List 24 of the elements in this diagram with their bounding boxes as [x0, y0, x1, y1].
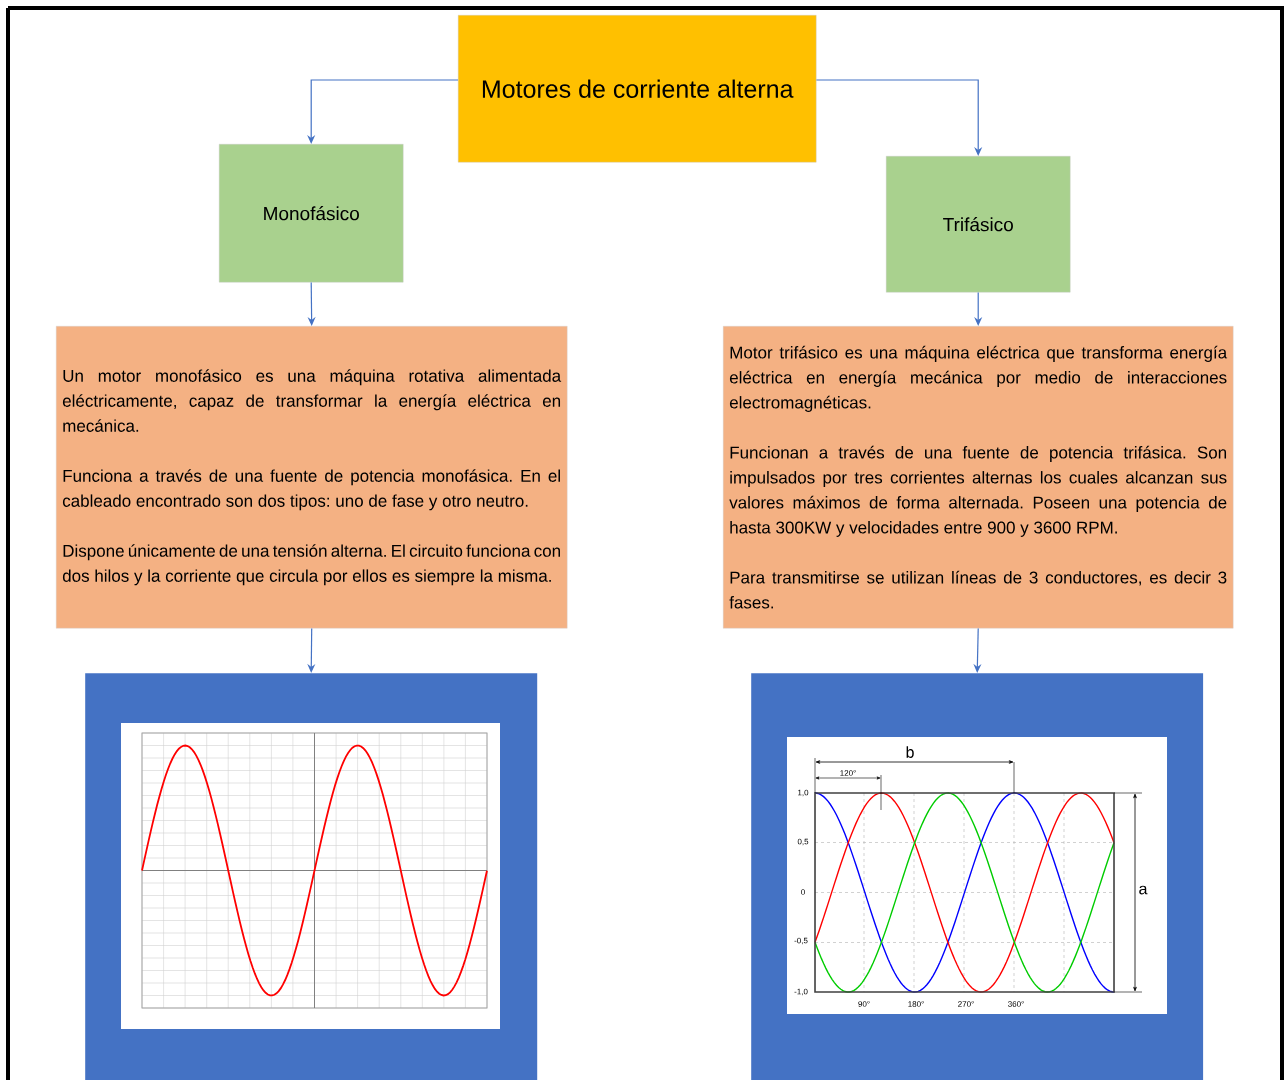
paragraph: Funcionan a través de una fuente de potencia trifásica. Son impulsados por tres corrientes alternas los cuales alcanzan sus valores máximos de forma alternada. Poseen una potencia de hasta 300KW y velocidades entre 900 y 3600 RPM.	[729, 445, 1227, 537]
paragraph: Para transmitirse se utilizan líneas de 3 conductores, es decir 3 fases.	[729, 570, 1227, 609]
description-box	[723, 326, 1234, 629]
axis-tick-label: 0,5	[796, 838, 810, 846]
description-box	[56, 326, 568, 629]
axis-tick-label: 90°	[857, 1000, 871, 1008]
dimension-label: a	[1138, 885, 1148, 895]
axis-tick-label: -1,0	[793, 988, 809, 996]
axis-tick-label: 180°	[907, 1000, 925, 1008]
axis-tick-label: 0	[800, 888, 806, 896]
category-box: Monofásico	[219, 144, 404, 283]
paragraph: Un motor monofásico es una máquina rotativa alimentada eléctricamente, capaz de transformar la energía eléctrica en mecánica.	[62, 369, 562, 432]
title-box: Motores de corriente alterna	[458, 15, 817, 163]
dimension-label: b	[905, 745, 915, 759]
dimension-label: 120°	[839, 769, 857, 777]
axis-tick-label: 270°	[957, 1000, 975, 1008]
paragraph: Motor trifásico es una máquina eléctrica que transforma energía eléctrica en energía mecánica por medio de interacciones electromagnéticas.	[729, 345, 1228, 412]
paragraph: Dispone únicamente de una tensión alterna. El circuito funciona con dos hilos y la corriente que circula por ellos es siempre la misma.	[62, 544, 560, 586]
axis-tick-label: 1,0	[796, 789, 810, 797]
category-box: Trifásico	[886, 156, 1071, 293]
arrow	[815, 79, 983, 156]
paragraph: Funciona a través de una fuente de potencia monofásica. En el cableado encontrado son dos tipos: uno de fase y otro neutro.	[62, 469, 560, 511]
axis-tick-label: 360°	[1007, 1000, 1025, 1008]
axis-tick-label: -0,5	[793, 937, 809, 945]
